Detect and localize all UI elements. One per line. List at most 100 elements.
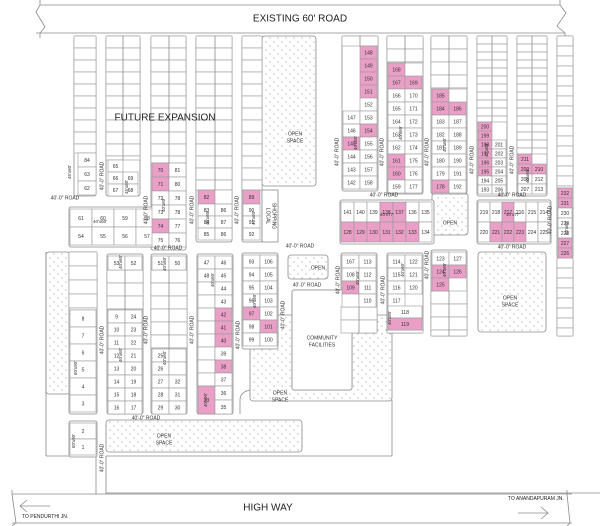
lot-41[interactable]: 41 [214, 320, 233, 335]
lot-213[interactable]: 213 [531, 183, 547, 195]
lot-unnumbered[interactable] [168, 348, 187, 363]
lot-190[interactable]: 190 [448, 153, 467, 168]
lot-7[interactable]: 7 [69, 326, 97, 345]
lot-205[interactable]: 205 [491, 175, 507, 186]
lot[interactable] [73, 47, 97, 61]
lot[interactable] [195, 71, 233, 85]
lot-199[interactable]: 199 [477, 130, 493, 141]
lot[interactable] [195, 95, 233, 109]
lot[interactable] [68, 265, 98, 281]
lot-137[interactable]: 137 [392, 201, 407, 223]
lot[interactable] [241, 71, 263, 85]
lot-154[interactable]: 154 [359, 123, 378, 138]
lot[interactable] [150, 131, 187, 145]
lot-130[interactable]: 130 [366, 221, 381, 243]
lot-89[interactable]: 89 [242, 189, 261, 205]
lot-125[interactable]: 125 [431, 277, 450, 292]
lot-150[interactable]: 150 [359, 71, 378, 86]
lot[interactable] [68, 293, 98, 309]
lot[interactable] [241, 155, 263, 169]
lot-204[interactable]: 204 [491, 166, 507, 177]
lot-106[interactable]: 106 [259, 254, 278, 269]
lot-221[interactable]: 221 [489, 221, 503, 243]
lot-92[interactable]: 92 [242, 227, 261, 241]
lot-170[interactable]: 170 [404, 88, 423, 103]
lot-86[interactable]: 86 [214, 227, 233, 241]
lot[interactable] [556, 115, 574, 127]
lot-13[interactable]: 13 [107, 361, 126, 376]
lot-71[interactable]: 71 [151, 176, 170, 192]
lot-127[interactable]: 127 [448, 251, 467, 266]
lot-67[interactable]: 67 [107, 183, 124, 197]
lot[interactable] [73, 143, 97, 154]
lot-222[interactable]: 222 [501, 221, 515, 243]
lot-128[interactable]: 128 [340, 221, 355, 243]
lot-103[interactable]: 103 [259, 293, 278, 308]
lot-166[interactable]: 166 [387, 88, 406, 103]
lot[interactable] [73, 119, 97, 133]
lot-230[interactable]: 230 [557, 207, 573, 219]
lot-unnumbered[interactable] [197, 333, 216, 348]
lot-84[interactable]: 84 [77, 152, 97, 168]
lot[interactable] [150, 35, 187, 49]
lot-9[interactable]: 9 [107, 309, 126, 324]
lot-112[interactable]: 112 [358, 267, 377, 282]
lot-133[interactable]: 133 [405, 221, 420, 243]
lot-201[interactable]: 201 [491, 139, 507, 150]
lot[interactable] [556, 307, 574, 319]
lot-183[interactable]: 183 [431, 114, 450, 129]
lot-171[interactable]: 171 [404, 101, 423, 116]
lot-147[interactable]: 147 [342, 110, 361, 125]
lot-4[interactable]: 4 [69, 377, 97, 396]
lot-78[interactable]: 78 [168, 204, 187, 220]
lot[interactable] [556, 85, 574, 97]
lot-45[interactable]: 45 [214, 268, 233, 283]
lot[interactable] [68, 251, 98, 267]
lot-151[interactable]: 151 [359, 84, 378, 99]
lot-99[interactable]: 99 [242, 332, 261, 347]
lot[interactable] [556, 125, 574, 137]
lot-53[interactable]: 53 [107, 255, 126, 271]
lot[interactable] [556, 277, 574, 289]
lot-144[interactable]: 144 [342, 149, 361, 164]
lot[interactable] [195, 155, 233, 169]
lot-28[interactable]: 28 [151, 387, 170, 402]
lot-11[interactable]: 11 [107, 335, 126, 350]
lot-unnumbered[interactable] [341, 293, 360, 308]
lot-1[interactable]: 1 [69, 438, 97, 456]
lot-81[interactable]: 81 [168, 162, 187, 178]
lot-119[interactable]: 119 [387, 317, 423, 331]
lot-152[interactable]: 152 [359, 97, 378, 112]
lot[interactable] [556, 267, 574, 279]
lot-39[interactable]: 39 [214, 346, 233, 361]
lot-29[interactable]: 29 [151, 400, 170, 415]
lot-200[interactable]: 200 [477, 121, 493, 132]
lot-93[interactable]: 93 [242, 254, 261, 269]
lot-unnumbered[interactable] [214, 189, 233, 205]
lot[interactable] [556, 75, 574, 87]
lot-117[interactable]: 117 [387, 293, 406, 308]
lot-19[interactable]: 19 [124, 374, 143, 389]
lot-78[interactable]: 78 [168, 190, 187, 206]
lot-126[interactable]: 126 [448, 264, 467, 279]
lot-131[interactable]: 131 [379, 221, 394, 243]
lot-169[interactable]: 169 [404, 75, 423, 90]
lot[interactable] [73, 107, 97, 121]
lot-227[interactable]: 227 [557, 237, 573, 249]
lot-unnumbered[interactable] [197, 359, 216, 374]
lot-196[interactable]: 196 [477, 157, 493, 168]
lot-211[interactable]: 211 [517, 153, 533, 165]
lot-116[interactable]: 116 [387, 280, 406, 295]
lot[interactable] [195, 131, 233, 145]
lot-148[interactable]: 148 [359, 45, 378, 60]
lot-153[interactable]: 153 [359, 110, 378, 125]
lot-146[interactable]: 146 [342, 123, 361, 138]
lot-100[interactable]: 100 [259, 332, 278, 347]
lot[interactable] [556, 35, 574, 47]
lot-unnumbered[interactable] [168, 361, 187, 376]
lot-132[interactable]: 132 [392, 221, 407, 243]
lot-142[interactable]: 142 [342, 175, 361, 190]
lot-218[interactable]: 218 [489, 201, 503, 223]
lot[interactable] [150, 59, 187, 73]
lot[interactable] [150, 95, 187, 109]
